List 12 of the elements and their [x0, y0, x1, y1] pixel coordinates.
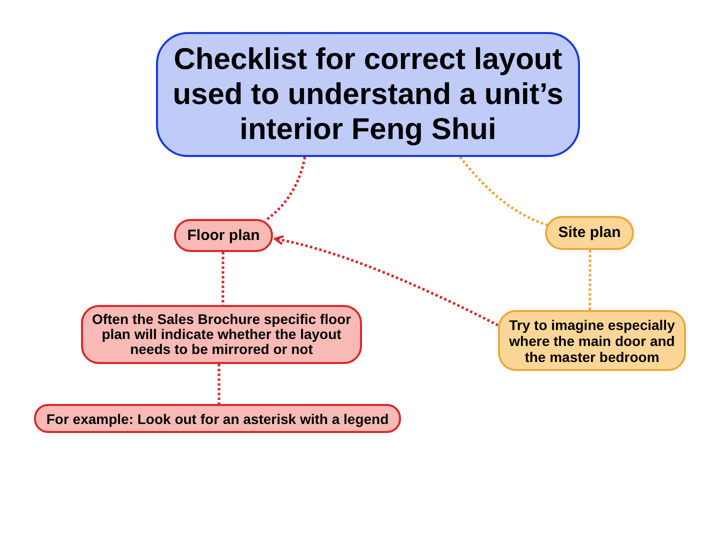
dotted-connector	[588, 250, 592, 310]
note-box: Try to imagine especially where the main door and the master bedroom	[498, 310, 686, 371]
subtopic-box: Site plan	[545, 216, 634, 250]
note-box: Often the Sales Brochure specific floor plan will indicate whether the layout needs to be mirrored or not	[81, 305, 362, 364]
note-box: For example: Look out for an asterisk with a legend	[34, 404, 401, 433]
dotted-connector	[218, 364, 220, 404]
dotted-connector	[264, 156, 306, 222]
dotted-arrow	[274, 235, 499, 326]
topic-box: Checklist for correct layout used to understand a unit’s interior Feng Shui	[156, 32, 580, 157]
dotted-connector	[459, 156, 548, 226]
dotted-connector	[222, 252, 224, 305]
subtopic-box: Floor plan	[174, 219, 273, 252]
